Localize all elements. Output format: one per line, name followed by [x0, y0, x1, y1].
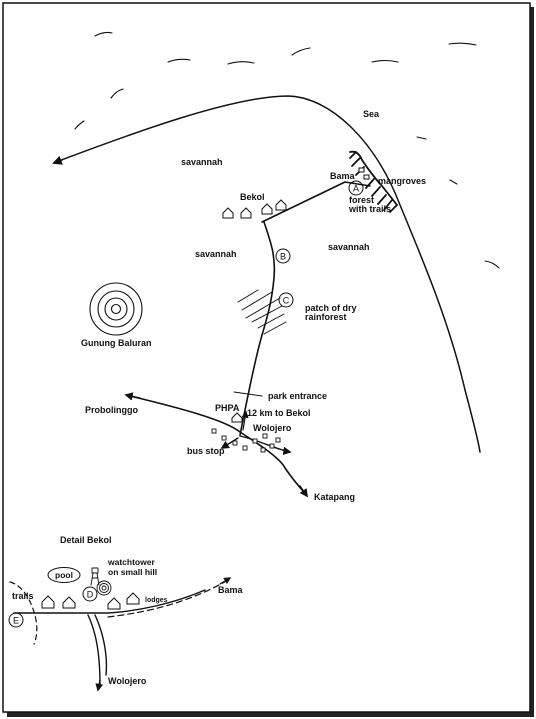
- detail-trail-left: [9, 581, 38, 645]
- label-rainforest: rainforest: [305, 312, 347, 322]
- gunung-baluran-mountain: [89, 282, 143, 336]
- label-patch: patch of dry: [305, 303, 357, 313]
- marker-e: E: [8, 612, 24, 628]
- label-12km: 12 km to Bekol: [247, 408, 311, 418]
- svg-text:C: C: [283, 296, 290, 306]
- detail-small-hill: on small hill: [108, 567, 157, 577]
- marker-d: D: [82, 586, 98, 602]
- label-park-entrance: park entrance: [268, 391, 327, 401]
- label-wolojero: Wolojero: [253, 423, 292, 433]
- detail-road-wolojero-b: [94, 614, 108, 676]
- coastline: [55, 95, 481, 453]
- label-phpa: PHPA: [215, 403, 240, 413]
- detail-dashed-trail: [107, 579, 229, 618]
- detail-watchtower: watchtower: [107, 557, 155, 567]
- detail-wolojero: Wolojero: [108, 676, 147, 686]
- label-gunung-baluran: Gunung Baluran: [81, 338, 152, 348]
- detail-trails: trails: [12, 591, 34, 601]
- label-bus-stop: bus stop: [187, 446, 225, 456]
- marker-c: C: [278, 292, 294, 308]
- svg-text:B: B: [280, 252, 286, 262]
- watchtower-icon: [90, 567, 100, 586]
- bama-buildings: [358, 167, 370, 180]
- label-savannah-left: savannah: [195, 249, 237, 259]
- road-probolinggo-katapang: [129, 395, 307, 495]
- marker-a: A: [348, 180, 364, 196]
- page-border: [2, 2, 531, 713]
- wolojero-houses: [211, 428, 281, 453]
- svg-text:E: E: [13, 616, 19, 626]
- detail-main-road: [13, 589, 206, 614]
- bekol-houses: [222, 199, 287, 423]
- mangroves-hatch: [349, 150, 398, 213]
- label-savannah-top: savannah: [181, 157, 223, 167]
- label-sea: Sea: [363, 109, 380, 119]
- park-entrance-line: [233, 391, 263, 397]
- label-katapang: Katapang: [314, 492, 355, 502]
- road-bekol-wolojero: [239, 221, 276, 436]
- label-bama: Bama: [330, 171, 356, 181]
- marker-b: B: [275, 248, 291, 264]
- label-bekol: Bekol: [240, 192, 265, 202]
- pool-shape: [47, 567, 81, 583]
- label-savannah-right: savannah: [328, 242, 370, 252]
- watchtower-hill: [96, 580, 112, 596]
- detail-pool: pool: [55, 570, 73, 580]
- detail-lodges: [41, 592, 140, 610]
- svg-text:D: D: [87, 590, 94, 600]
- svg-text:A: A: [353, 184, 359, 194]
- label-probolinggo: Probolinggo: [85, 405, 138, 415]
- detail-road-wolojero-a: [87, 614, 101, 686]
- detail-lodges-label: lodges: [145, 597, 168, 604]
- rainforest-hatch: [237, 289, 287, 335]
- detail-title: Detail Bekol: [60, 535, 112, 545]
- detail-bama: Bama: [218, 585, 244, 595]
- label-mangroves: mangroves: [378, 176, 426, 186]
- sea-waves: [74, 31, 500, 269]
- label-forest: forest: [349, 195, 374, 205]
- label-with-trails: with trails: [348, 204, 391, 214]
